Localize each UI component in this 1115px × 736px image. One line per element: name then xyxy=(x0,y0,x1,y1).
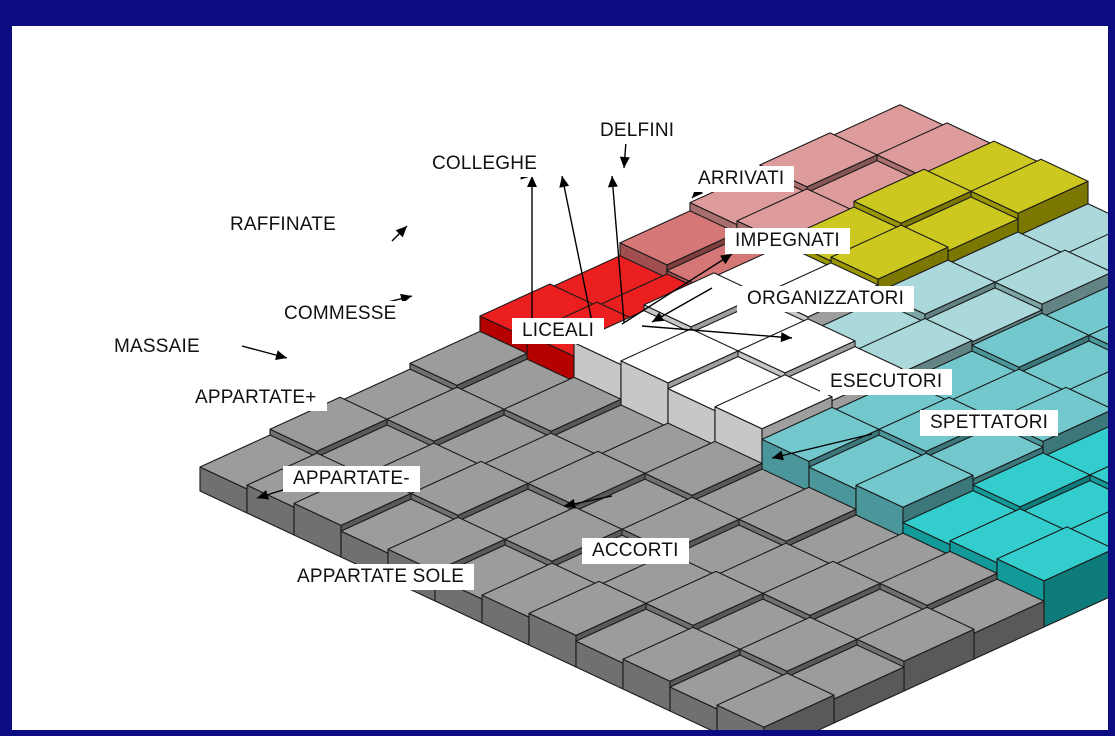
label-impegnati: IMPEGNATI xyxy=(725,228,850,254)
label-spettatori: SPETTATORI xyxy=(920,410,1058,436)
label-organizzatori: ORGANIZZATORI xyxy=(737,286,914,312)
label-appartate-plus: APPARTATE+ xyxy=(185,385,327,411)
pointer-arrow-head xyxy=(527,176,537,187)
pointer-arrow-head xyxy=(275,350,287,360)
pointer-arrow-head xyxy=(559,176,569,188)
label-raffinate: RAFFINATE xyxy=(220,212,346,238)
slide-canvas: DELFINI COLLEGHE ARRIVATI RAFFINATE IMPE… xyxy=(12,26,1108,730)
pointer-arrow-head xyxy=(620,157,630,168)
pointer-arrow-head xyxy=(608,176,618,187)
label-appartate-sole: APPARTATE SOLE xyxy=(287,564,474,590)
label-arrivati: ARRIVATI xyxy=(688,166,794,192)
label-liceali: LICEALI xyxy=(512,318,604,344)
label-appartate-minus: APPARTATE- xyxy=(283,466,420,492)
label-accorti: ACCORTI xyxy=(582,538,689,564)
label-esecutori: ESECUTORI xyxy=(820,369,952,395)
label-commesse: COMMESSE xyxy=(274,301,406,327)
label-massaie: MASSAIE xyxy=(104,334,210,360)
label-delfini: DELFINI xyxy=(590,118,684,144)
label-colleghe: COLLEGHE xyxy=(422,151,547,177)
